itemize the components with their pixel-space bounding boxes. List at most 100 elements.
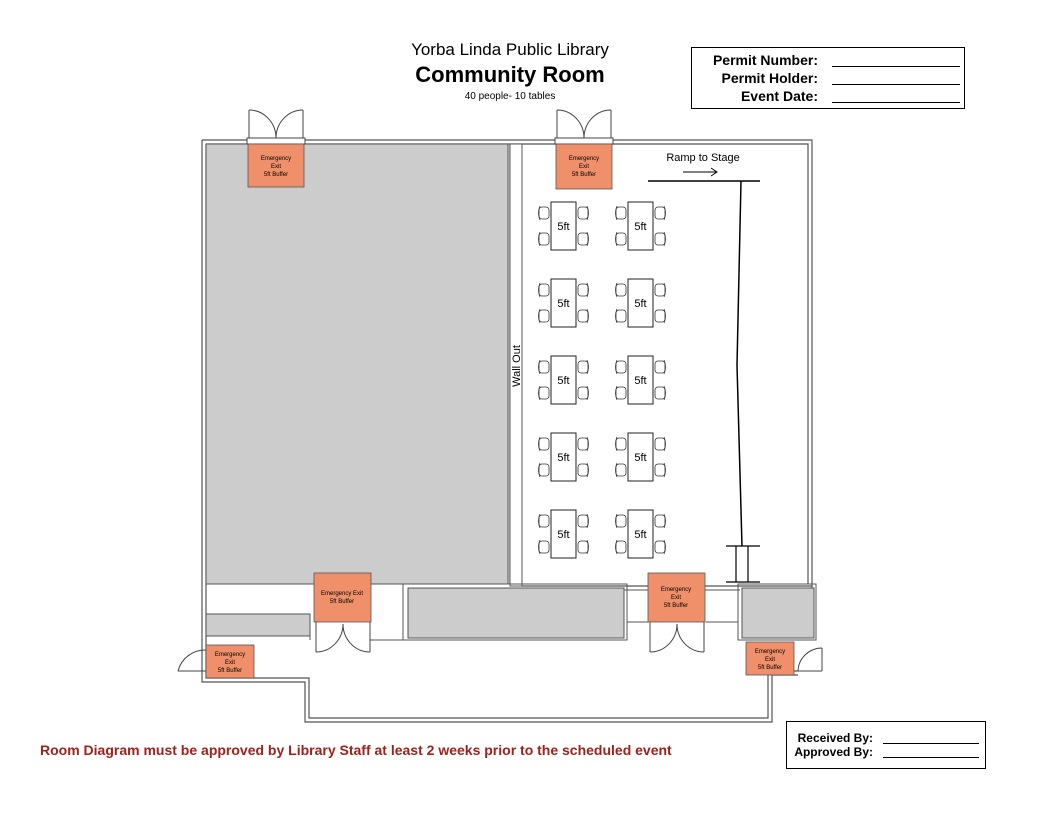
svg-text:Exit: Exit [579,164,589,170]
table-size-label: 5ft [634,375,646,387]
chair-icon [615,359,627,375]
event-date-row: Event Date: [692,88,964,106]
chair-icon [577,308,589,324]
chair-icon [577,359,589,375]
approved-by-label: Approved By: [794,745,873,759]
room-title: Community Room [415,62,605,87]
table-top [627,278,654,328]
permit-holder-row: Permit Holder: [692,70,964,88]
svg-text:Exit: Exit [765,657,775,663]
ramp-label: Ramp to Stage [666,152,739,164]
svg-text:Emergency Exit: Emergency Exit [321,591,363,597]
chair-icon [615,282,627,298]
table-size-label: 5ft [634,529,646,541]
capacity-note: 40 people- 10 tables [464,91,556,102]
double-door-bottom-left [315,622,371,653]
permit-number-field[interactable] [832,66,960,67]
wall-out-strip [509,143,523,587]
table-top [550,278,577,328]
wall-out-label: Wall Out [511,345,523,387]
chair-icon [654,513,666,529]
table-5ft: 5ft [538,355,589,405]
permit-holder-label: Permit Holder: [721,70,818,86]
chair-icon [654,205,666,221]
chair-icon [538,513,550,529]
chair-icon [615,436,627,452]
table-top [627,509,654,559]
staff-approval-box: Received By: Approved By: [786,721,986,769]
table-size-label: 5ft [557,221,569,233]
chair-icon [538,231,550,247]
table-top [550,355,577,405]
svg-text:5ft Buffer: 5ft Buffer [758,665,782,671]
table-5ft: 5ft [538,509,589,559]
approved-by-field[interactable] [883,757,979,758]
chair-icon [615,308,627,324]
chair-icon [654,282,666,298]
table-top [627,432,654,482]
svg-text:Emergency: Emergency [569,156,599,162]
chair-icon [577,385,589,401]
chair-icon [615,539,627,555]
chair-icon [538,385,550,401]
chair-icon [538,436,550,452]
chair-icon [577,513,589,529]
chair-icon [577,231,589,247]
table-top [550,432,577,482]
approval-notice: Room Diagram must be approved by Library… [40,742,672,758]
double-door-top-left [246,109,306,145]
table-size-label: 5ft [634,221,646,233]
table-5ft: 5ft [615,509,666,559]
emergency-exit-buffer: Emergency Exit 5ft Buffer [555,143,613,190]
single-door-left [177,649,207,672]
emergency-exit-buffer: Emergency Exit 5ft Buffer [745,641,795,676]
storage-closet-right [741,587,815,639]
chair-icon [538,539,550,555]
table-top [550,509,577,559]
chair-icon [615,462,627,478]
table-size-label: 5ft [557,529,569,541]
chair-icon [654,436,666,452]
svg-text:Emergency: Emergency [261,156,291,162]
chair-icon [654,359,666,375]
svg-text:Exit: Exit [225,660,235,666]
chair-icon [538,205,550,221]
storage-counter-wall [402,583,628,641]
permit-holder-field[interactable] [832,84,960,85]
permit-number-label: Permit Number: [712,52,818,68]
emergency-exit-buffer: Emergency Exit 5ft Buffer [647,572,706,623]
table-5ft: 5ft [538,432,589,482]
chair-icon [577,539,589,555]
event-date-field[interactable] [832,102,960,103]
emergency-exit-buffer: Emergency Exit 5ft Buffer [205,644,255,679]
svg-text:5ft Buffer: 5ft Buffer [664,603,688,609]
received-by-label: Received By: [797,731,873,745]
table-5ft: 5ft [615,201,666,251]
chair-icon [615,205,627,221]
double-door-top-right [554,109,614,145]
table-top [627,201,654,251]
storage-counter [407,587,625,639]
table-top [627,355,654,405]
svg-text:5ft Buffer: 5ft Buffer [572,172,596,178]
table-5ft: 5ft [615,278,666,328]
single-door-right [797,647,823,672]
stage-ramp: Ramp to Stage [648,152,760,583]
svg-text:Exit: Exit [671,595,681,601]
received-by-row: Received By: [787,731,985,747]
svg-text:Exit: Exit [271,164,281,170]
chair-icon [538,282,550,298]
chair-icon [654,539,666,555]
library-name: Yorba Linda Public Library [411,40,609,59]
svg-text:5ft Buffer: 5ft Buffer [218,668,242,674]
table-5ft: 5ft [538,278,589,328]
chair-icon [654,385,666,401]
table-size-label: 5ft [557,375,569,387]
received-by-field[interactable] [883,743,979,744]
chair-icon [577,462,589,478]
chair-icon [615,231,627,247]
chair-icon [538,359,550,375]
chair-icon [538,308,550,324]
